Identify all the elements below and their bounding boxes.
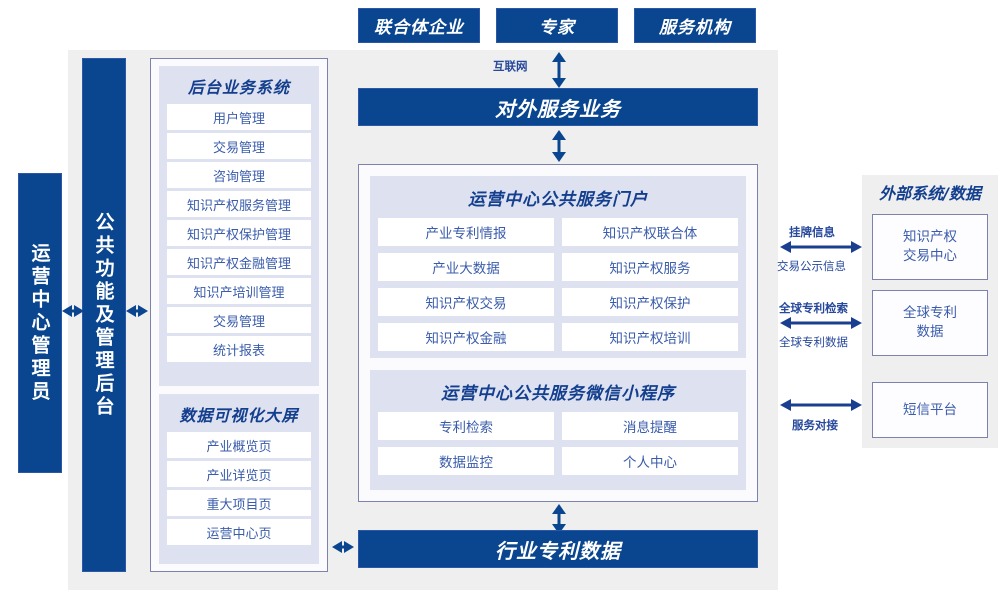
top-actor-专家[interactable]: 专家 — [496, 8, 618, 43]
external-system-line2: 交易中心 — [903, 248, 957, 264]
backend-item[interactable]: 用户管理 — [167, 104, 311, 130]
backend-column-to-system-arrow — [126, 304, 148, 318]
external-connector-arrow-3 — [780, 398, 862, 412]
external-connector-label-2-below: 全球专利数据 — [779, 335, 848, 349]
miniprogram-item[interactable]: 消息提醒 — [562, 412, 738, 440]
top-actor-服务机构[interactable]: 服务机构 — [634, 8, 756, 43]
external-connector-label-1-below: 交易公示信息 — [777, 259, 846, 273]
visualization-item[interactable]: 运营中心页 — [167, 519, 311, 545]
miniprogram-item[interactable]: 专利检索 — [378, 412, 554, 440]
miniprogram-item[interactable]: 数据监控 — [378, 447, 554, 475]
admin-to-backend-arrow — [62, 304, 84, 318]
backend-item[interactable]: 统计报表 — [167, 336, 311, 362]
top-actor-联合体企业[interactable]: 联合体企业 — [358, 8, 480, 43]
external-systems-title: 外部系统/数据 — [879, 184, 981, 203]
external-service-bar[interactable]: 对外服务业务 — [358, 88, 758, 126]
external-connector-label-2-above: 全球专利检索 — [779, 301, 848, 315]
portal-item[interactable]: 产业大数据 — [378, 253, 554, 281]
portal-item[interactable]: 知识产权保护 — [562, 288, 738, 316]
visualization-item[interactable]: 产业详览页 — [167, 461, 311, 487]
portal-item[interactable]: 知识产权金融 — [378, 323, 554, 351]
visualization-title: 数据可视化大屏 — [179, 406, 299, 425]
external-system-line1: 短信平台 — [903, 401, 957, 418]
external-connector-arrow-1 — [780, 240, 862, 254]
miniprogram-title: 运营中心公共服务微信小程序 — [441, 384, 675, 404]
miniprogram-item[interactable]: 个人中心 — [562, 447, 738, 475]
external-connector-arrow-2 — [780, 316, 862, 330]
backend-item[interactable]: 知识产培训管理 — [167, 278, 311, 304]
backend-system-title: 后台业务系统 — [187, 78, 290, 97]
external-system-line2: 数据 — [916, 324, 944, 340]
external-system-line1: 知识产权 — [903, 229, 957, 246]
external-system-sms-platform[interactable]: 短信平台 — [872, 382, 988, 438]
internet-label: 互联网 — [493, 59, 528, 73]
backend-item[interactable]: 咨询管理 — [167, 162, 311, 188]
portal-item[interactable]: 知识产权联合体 — [562, 218, 738, 246]
portal-to-industry-data-arrow — [551, 504, 567, 534]
portal-item[interactable]: 产业专利情报 — [378, 218, 554, 246]
backend-item[interactable]: 知识产权服务管理 — [167, 191, 311, 217]
external-system-ip-exchange[interactable]: 知识产权 交易中心 — [872, 214, 988, 280]
industry-patent-data-bar[interactable]: 行业专利数据 — [358, 530, 758, 568]
external-connector-label-1-above: 挂牌信息 — [789, 225, 835, 239]
external-system-global-patent-data[interactable]: 全球专利 数据 — [872, 290, 988, 356]
role-operations-admin[interactable]: 运营中心管理员 — [18, 173, 62, 473]
visualization-group: 数据可视化大屏 产业概览页产业详览页重大项目页运营中心页 — [159, 394, 319, 564]
portal-item[interactable]: 知识产权交易 — [378, 288, 554, 316]
portal-title: 运营中心公共服务门户 — [468, 190, 648, 210]
backend-item[interactable]: 交易管理 — [167, 307, 311, 333]
visualization-item[interactable]: 产业概览页 — [167, 432, 311, 458]
visualization-item[interactable]: 重大项目页 — [167, 490, 311, 516]
miniprogram-group: 运营中心公共服务微信小程序 专利检索消息提醒数据监控个人中心 — [370, 370, 746, 490]
external-connector-label-3-below: 服务对接 — [792, 418, 838, 432]
portal-group: 运营中心公共服务门户 产业专利情报知识产权联合体产业大数据知识产权服务知识产权交… — [370, 176, 746, 358]
portal-item[interactable]: 知识产权服务 — [562, 253, 738, 281]
visualization-to-industry-data-arrow — [332, 540, 354, 554]
backend-system-group: 后台业务系统 用户管理交易管理咨询管理知识产权服务管理知识产权保护管理知识产权金… — [159, 66, 319, 386]
backend-item[interactable]: 知识产权金融管理 — [167, 249, 311, 275]
backend-item[interactable]: 交易管理 — [167, 133, 311, 159]
internet-arrow — [551, 52, 567, 88]
backend-item[interactable]: 知识产权保护管理 — [167, 220, 311, 246]
role-public-admin-backend[interactable]: 公共功能及管理后台 — [82, 58, 126, 572]
external-system-line1: 全球专利 — [903, 305, 957, 322]
portal-item[interactable]: 知识产权培训 — [562, 323, 738, 351]
service-to-portal-arrow — [551, 130, 567, 162]
